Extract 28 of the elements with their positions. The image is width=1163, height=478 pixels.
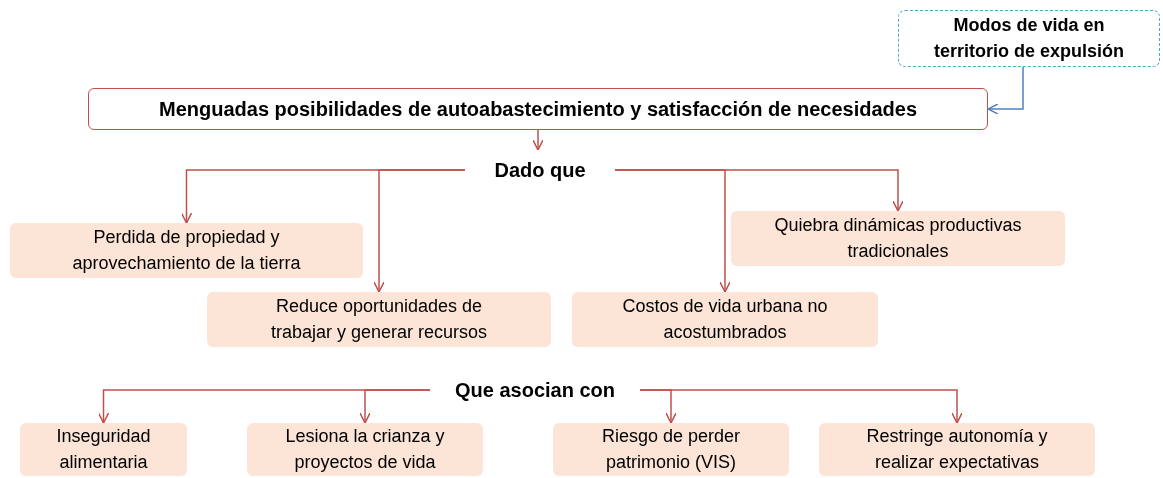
arrow (614, 169, 904, 212)
box-text: Riesgo de perder patrimonio (VIS) (600, 425, 742, 474)
arrow (373, 169, 466, 293)
box-text: Restringe autonomía y realizar expectativas (865, 425, 1049, 474)
box-text: Modos de vida en territorio de expulsión (933, 14, 1125, 63)
box-text: Inseguridad alimentaria (55, 425, 152, 474)
branch-heading: Dado que (465, 150, 615, 190)
box-text: Costos de vida urbana no acostumbrados (621, 295, 829, 344)
arrow (987, 66, 1024, 115)
box-text: Perdida de propiedad y aprovechamiento de la tierra (71, 226, 302, 275)
note-box (898, 10, 1160, 67)
branch-heading: Que asocian con (430, 372, 640, 408)
box-text: Menguadas posibilidades de autoabastecimiento y satisfacción de necesidades (159, 97, 917, 121)
box-text: Reduce oportunidades de trabajar y generar recursos (269, 295, 489, 344)
process-box (819, 423, 1095, 476)
arrow (359, 389, 431, 424)
box-text: Lesiona la crianza y proyectos de vida (284, 425, 446, 474)
process-box (553, 423, 789, 476)
process-box (10, 223, 363, 278)
arrow (532, 129, 544, 151)
process-box (247, 423, 483, 476)
process-box (20, 423, 187, 476)
process-box (731, 211, 1065, 266)
box-text: Quiebra dinámicas productivas tradicionales (773, 214, 1023, 263)
arrow (639, 389, 963, 424)
process-box (207, 292, 551, 347)
process-box (88, 88, 988, 130)
process-box (572, 292, 878, 347)
